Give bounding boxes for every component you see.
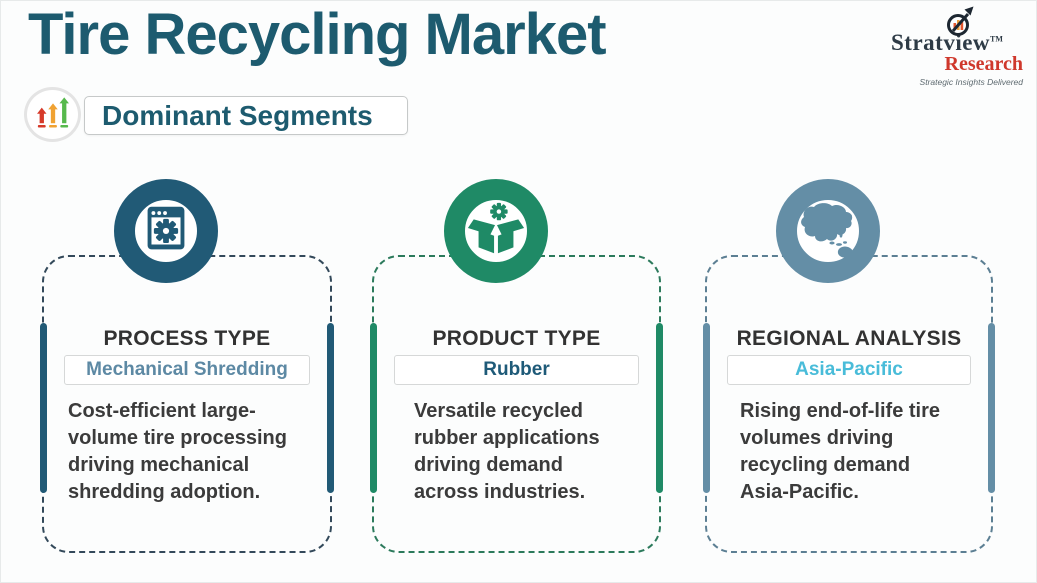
card-icon-circle — [443, 179, 548, 283]
rising-arrows-icon — [34, 94, 72, 135]
card-description: Rising end-of-life tire volumes driving … — [740, 400, 940, 504]
card-heading: PROCESS TYPE — [103, 327, 271, 350]
card-value: Mechanical Shredding — [86, 359, 288, 381]
card-product-type: PRODUCT TYPE Rubber Versatile recycled r… — [370, 179, 663, 553]
card-value: Rubber — [483, 359, 550, 381]
rising-arrows-badge — [24, 87, 81, 142]
section-badge: Dominant Segments — [84, 96, 408, 135]
section-badge-label: Dominant Segments — [102, 99, 373, 131]
card-value: Asia-Pacific — [795, 359, 903, 381]
card-description: Versatile recycled rubber applications d… — [414, 400, 600, 504]
asia-pacific-map-icon — [796, 197, 860, 266]
magnifier-chart-arrow-icon — [943, 4, 979, 40]
card-value-box: Rubber — [394, 355, 639, 386]
brand-tagline: Strategic Insights Delivered — [919, 77, 1023, 87]
brand-logo: StratviewTM Research Strategic Insights … — [891, 4, 1023, 87]
trademark-symbol: TM — [990, 34, 1003, 44]
accent-bar-right — [327, 323, 334, 493]
card-value-box: Asia-Pacific — [727, 355, 971, 386]
open-box-gear-icon — [465, 198, 527, 265]
card-description: Cost-efficient large-volume tire process… — [68, 400, 287, 504]
accent-bar-left — [370, 323, 377, 493]
accent-bar-left — [703, 323, 710, 493]
page-title: Tire Recycling Market — [28, 2, 607, 67]
card-process-type: PROCESS TYPE Mechanical Shredding Cost-e… — [40, 179, 334, 553]
accent-bar-left — [40, 323, 47, 493]
brand-research: Research — [944, 53, 1024, 75]
brand-name: StratviewTM — [891, 30, 1003, 55]
card-value-box: Mechanical Shredding — [64, 355, 310, 386]
card-regional-analysis: REGIONAL ANALYSIS Asia-Pacific Rising en… — [703, 179, 995, 553]
card-heading: REGIONAL ANALYSIS — [736, 327, 962, 350]
browser-gear-icon — [135, 198, 197, 265]
accent-bar-right — [988, 323, 995, 493]
card-icon-circle — [776, 179, 880, 283]
card-heading: PRODUCT TYPE — [432, 327, 601, 350]
accent-bar-right — [656, 323, 663, 493]
card-icon-circle — [114, 179, 218, 283]
